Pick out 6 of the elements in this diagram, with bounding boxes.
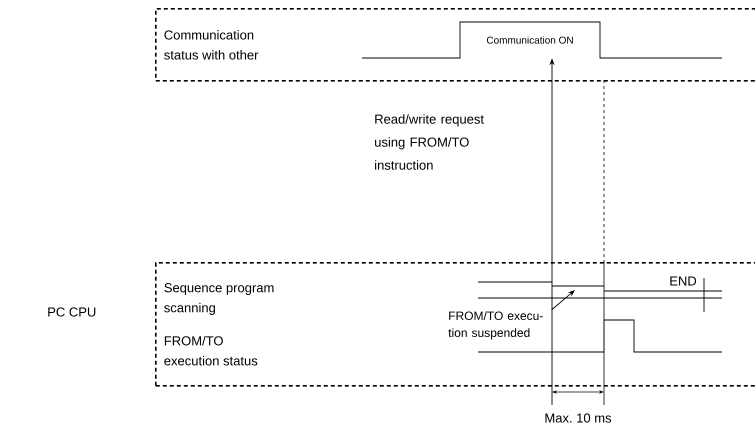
annotation-text: FROM/TO execu-tion suspended [448, 311, 543, 340]
unit-label: PC CPU [48, 307, 96, 317]
end-label: END [670, 276, 696, 286]
note-text: Read/write request using FROM/TO instruction [375, 114, 484, 170]
dimension-label: Max. 10 ms [545, 413, 612, 423]
pulse-label: Communication ON [486, 36, 573, 44]
